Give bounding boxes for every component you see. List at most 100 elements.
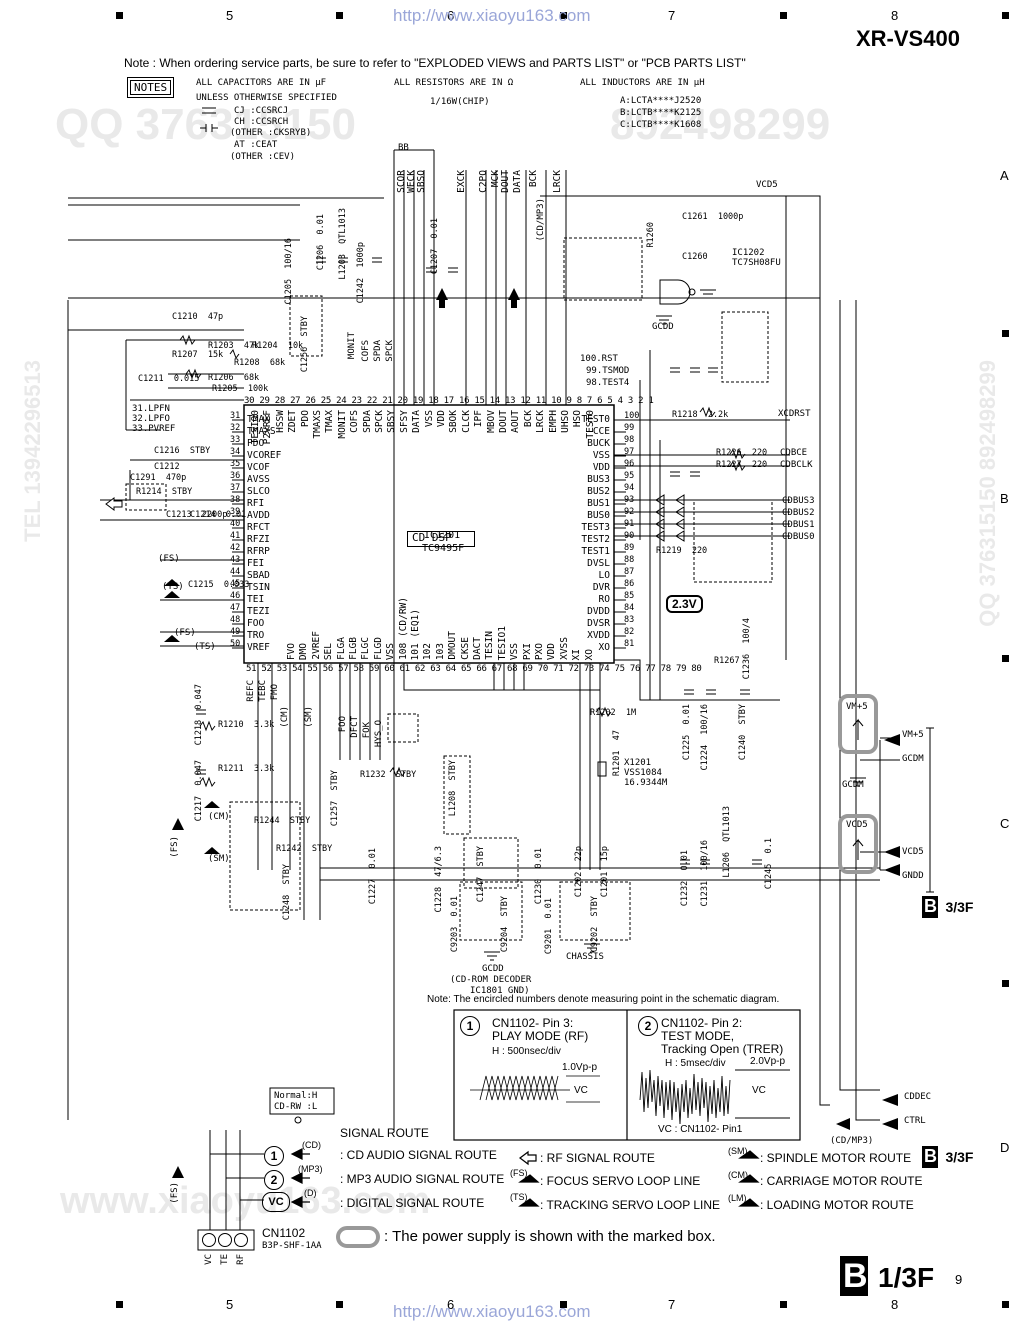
power-supply-note: : The power supply is shown with the mar… — [384, 1228, 716, 1245]
part-c1240: C1240 STBY — [738, 704, 748, 761]
part-r1242: R1242 STBY — [276, 844, 333, 854]
ic-pin-name: FOO — [247, 618, 265, 629]
top-signal-label: BCK — [528, 170, 539, 188]
cn1102-pin-number — [218, 1233, 232, 1247]
ic-reference: IC1201 — [424, 530, 461, 541]
connector-b-tag-top[interactable]: B 3/3F — [922, 896, 973, 917]
ic-pin-name: TMAX — [247, 414, 270, 425]
notes-cj: CJ :CCSRCJ — [234, 106, 289, 116]
part-r1260: R1260 — [646, 222, 656, 248]
bb-label: BB — [398, 143, 409, 153]
ic-pin-name: UHSO — [560, 410, 571, 433]
fs-route-tag: (FS) — [510, 1168, 528, 1178]
ic-pin-number: 35 — [230, 459, 241, 469]
part-c9202: C9202 STBY — [590, 896, 600, 953]
ic-pin-name: SPCK — [374, 410, 385, 433]
part-c1215: C1215 0.033 — [188, 580, 250, 590]
normal-mode-label: Normal:H — [274, 1091, 318, 1101]
ic-pin-name: VCOF — [247, 462, 270, 473]
ts-route-tag: (TS) — [510, 1192, 528, 1202]
ic-pin-number: 50 — [230, 639, 241, 649]
grid-col-6: 6 — [447, 8, 455, 23]
chassis-label: CHASSIS — [566, 952, 604, 962]
waveform-1-title-2: PLAY MODE (RF) — [492, 1029, 589, 1043]
part-c1206: C1206 0.01 — [316, 214, 326, 271]
ic-pin-number: 42 — [230, 543, 241, 553]
ic-pin-number: 93 — [624, 495, 635, 505]
registration-mark — [336, 1301, 343, 1308]
ts-tag-1: (TS) — [162, 582, 184, 592]
sm-route-tag: (SM) — [728, 1146, 748, 1156]
ic-pin-name: TEST2 — [581, 534, 610, 545]
ic-pin-name: DOUT — [498, 410, 509, 433]
ic-pin-name: VDD — [592, 462, 610, 473]
registration-mark — [560, 1301, 567, 1308]
grid-col-6-bottom: 6 — [447, 1297, 455, 1312]
lm-route-text: : LOADING MOTOR ROUTE — [760, 1198, 914, 1212]
refc-label: REFC — [246, 680, 256, 702]
part-c1227: C1227 0.01 — [368, 848, 378, 905]
ic-pin-name: TSIN — [247, 582, 270, 593]
ic-pin-name: TEZI — [247, 606, 270, 617]
source-url-bottom: http://www.xiaoyu163.com — [393, 1302, 591, 1321]
part-r1214: R1214 STBY — [136, 487, 193, 497]
part-l1203: L1203 QTL1013 — [338, 208, 348, 280]
part-c1205: C1205 100/16 — [284, 238, 294, 305]
mp3-route-number: 2 — [264, 1170, 284, 1190]
notes-other1: (OTHER :CKSRYB) — [230, 128, 312, 138]
ic-pin-number: 90 — [624, 531, 635, 541]
ic-pin-name: RO — [598, 594, 610, 605]
sm-tag-2: (SM) — [208, 854, 230, 864]
ic-pin-name: AOUT — [510, 410, 522, 433]
ic-pin-name: DATA — [411, 410, 423, 433]
ic-pin-name: VCOREF — [247, 450, 282, 461]
grid-col-8: 8 — [891, 8, 899, 23]
ic-pin-name: 103 — [434, 642, 446, 660]
ic-pin-name: 102 — [422, 642, 434, 660]
part-c1217: C1217 0.047 — [194, 760, 204, 822]
vcd5-label: VCD5 — [902, 847, 924, 857]
ic-pin-name: VDD — [546, 642, 558, 660]
ic-pin-name: IPF — [473, 410, 485, 428]
part-r1227: R1227 220 — [716, 460, 768, 470]
ic-pin-name: DVR — [592, 582, 610, 593]
ic-pin-name: LO — [598, 570, 610, 581]
part-r1205: R1205 100k — [212, 384, 269, 394]
ic-pin-number: 39 — [230, 507, 241, 517]
footer-sheet-tag: B 1/3F — [840, 1256, 934, 1296]
ic-pin-name: MONIT — [336, 410, 348, 439]
vm5-label: VM+5 — [902, 730, 924, 740]
cdbus1-label: CDBUS1 — [782, 520, 815, 530]
cdbce-label: CDBCE — [780, 448, 808, 458]
grid-row-a: A — [1000, 168, 1009, 183]
vcd5-box-label: VCD5 — [846, 820, 868, 830]
part-r1226: R1226 220 — [716, 448, 768, 458]
part-c1260: C1260 — [682, 252, 708, 262]
waveform-2-number: 2 — [638, 1016, 658, 1036]
ic-function-text: CD DSP — [412, 531, 452, 544]
ic-pin-name: TMAXS — [247, 426, 276, 437]
registration-mark — [116, 12, 123, 19]
cddec-label: CDDEC — [904, 1092, 932, 1102]
part-r1202: R1202 1M — [590, 708, 637, 718]
ic-pin-name: TRO — [247, 630, 265, 641]
cn1102-pin-label: VC — [204, 1254, 214, 1265]
spck-label: SPCK — [385, 340, 395, 362]
part-r1244: R1244 STBY — [254, 816, 311, 826]
part-c1232: C1232 0.01 — [680, 850, 690, 907]
dfct-label: DFCT — [350, 716, 360, 738]
cdbus3-label: CDBUS3 — [782, 496, 815, 506]
waveform-2-vpp: 2.0Vp-p — [750, 1056, 786, 1067]
digital-route-tag: (D) — [304, 1188, 317, 1198]
ic-part: TC9495F — [422, 543, 465, 554]
notes-ind-line1: ALL INDUCTORS ARE IN µH — [580, 78, 705, 88]
vm5-box-label: VM+5 — [846, 702, 868, 712]
ic-pin-number: 44 — [230, 567, 241, 577]
ic-pin-number: 48 — [230, 615, 241, 625]
gcdd-label: GCDD — [652, 322, 674, 332]
cn1102-part: B3P-SHF-1AA — [262, 1241, 322, 1251]
ic-pin-number: 46 — [230, 591, 241, 601]
ic-pin-name: TESIO1 — [496, 625, 508, 660]
part-r1203: R1203 47k — [208, 341, 260, 351]
connector-b-tag-bottom[interactable]: B 3/3F — [922, 1146, 973, 1167]
